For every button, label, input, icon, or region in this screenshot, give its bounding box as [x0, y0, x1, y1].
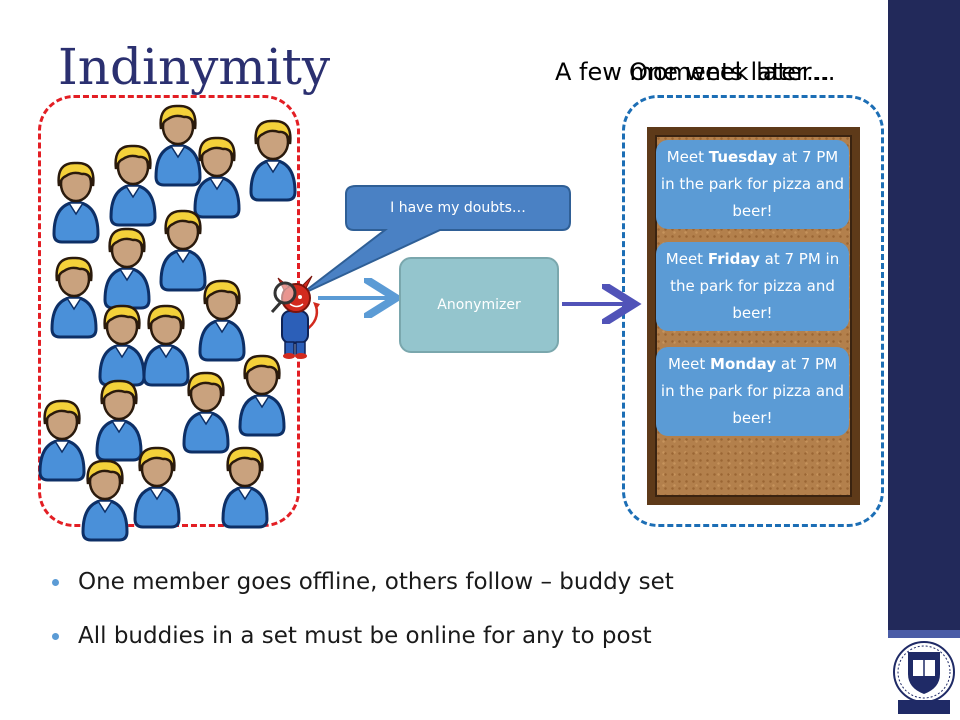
user-icon [159, 209, 207, 292]
bullet-text: One member goes offline, others follow –… [78, 569, 674, 595]
speech-bubble-text: I have my doubts… [390, 200, 526, 216]
user-icon [52, 161, 100, 244]
user-icon [98, 304, 146, 387]
note-text: Meet [665, 250, 708, 268]
yale-shield-icon [893, 641, 955, 714]
bullet-text: All buddies in a set must be online for … [78, 623, 652, 649]
note-day: Tuesday [708, 148, 778, 166]
user-icon [103, 227, 151, 310]
user-icon [182, 371, 230, 454]
note-day: Monday [710, 355, 777, 373]
magnifier-icon [270, 281, 297, 314]
speech-bubble [299, 185, 571, 296]
anonymizer-box: Anonymizer [399, 257, 559, 353]
user-icon [133, 446, 181, 529]
user-icon [154, 104, 202, 187]
board-note: Meet Tuesday at 7 PM in the park for piz… [656, 140, 849, 229]
bullet-dot-icon [52, 579, 59, 586]
bullet-list: One member goes offline, others follow –… [46, 562, 674, 670]
user-icon [50, 256, 98, 339]
note-text: at 7 PM in the park for pizza and beer! [660, 355, 845, 427]
note-day: Friday [707, 250, 760, 268]
slide-title: Indinymity [58, 38, 331, 96]
bullet-item: One member goes offline, others follow –… [46, 562, 674, 616]
user-icon [81, 459, 129, 542]
note-text: Meet [666, 148, 709, 166]
bullet-dot-icon [52, 633, 59, 640]
side-bar [888, 0, 960, 720]
board-note: Meet Friday at 7 PM in the park for pizz… [656, 242, 849, 331]
board-note: Meet Monday at 7 PM in the park for pizz… [656, 347, 849, 436]
note-text: Meet [667, 355, 711, 373]
note-text: at 7 PM in the park for pizza and beer! [670, 250, 840, 322]
user-icon [221, 446, 269, 529]
user-icon [238, 354, 286, 437]
note-text: at 7 PM in the park for pizza and beer! [660, 148, 845, 220]
user-icon [38, 399, 86, 482]
caption-one-week: One week later… [629, 58, 836, 86]
bullet-item: All buddies in a set must be online for … [46, 616, 674, 670]
user-icon [109, 144, 157, 227]
user-icon [198, 279, 246, 362]
user-icon [142, 304, 190, 387]
user-icon [249, 119, 297, 202]
user-icon [95, 379, 143, 462]
user-icon [193, 136, 241, 219]
caption-few-moments: A few moments later… [555, 58, 830, 86]
